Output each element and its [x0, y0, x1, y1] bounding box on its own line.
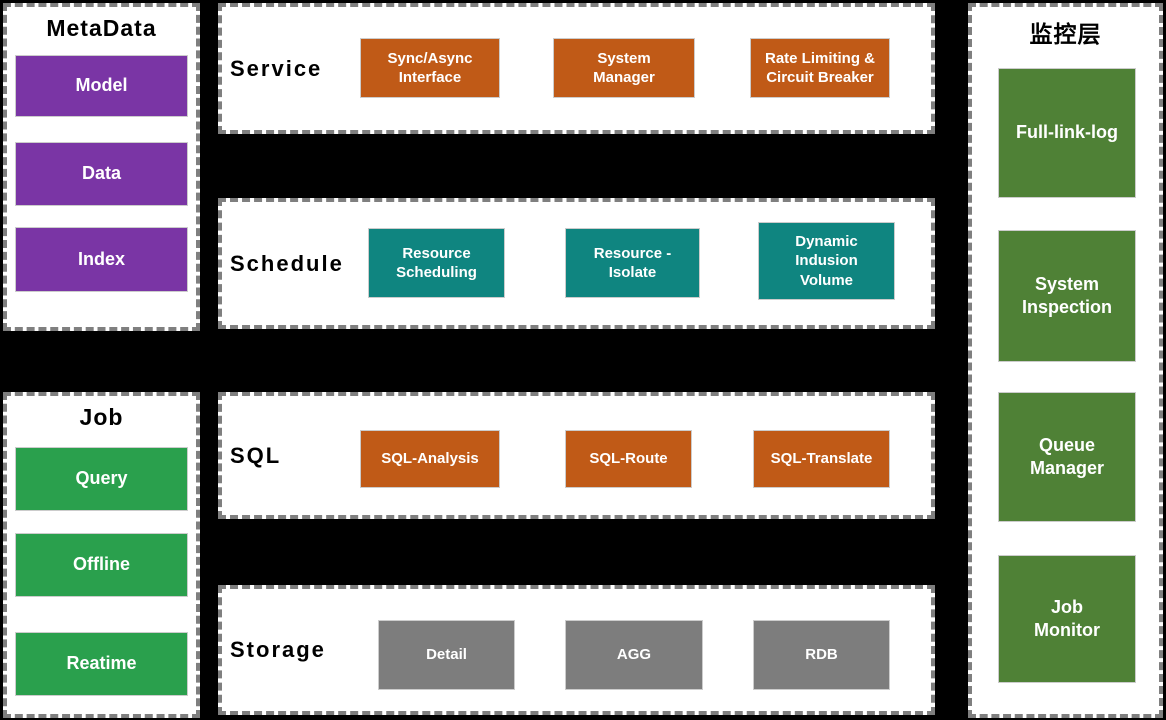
node-agg: AGG [565, 620, 703, 690]
node-resource-isolate: Resource - Isolate [565, 228, 700, 298]
node-query: Query [15, 447, 188, 511]
storage-row-label: Storage [230, 637, 326, 662]
node-rate-limiting-circuit-breaker: Rate Limiting & Circuit Breaker [750, 38, 890, 98]
node-sql-translate: SQL-Translate [753, 430, 890, 488]
node-reatime: Reatime [15, 632, 188, 696]
job-panel: Job Query Offline Reatime [3, 392, 200, 718]
metadata-panel: MetaData Model Data Index [3, 3, 200, 331]
service-row-label: Service [230, 55, 323, 81]
node-rdb: RDB [753, 620, 890, 690]
sql-row-label: SQL [230, 442, 282, 468]
node-data: Data [15, 142, 188, 206]
node-system-manager: System Manager [553, 38, 695, 98]
node-sql-route: SQL-Route [565, 430, 692, 488]
job-panel-title: Job [79, 404, 124, 430]
node-job-monitor: Job Monitor [998, 555, 1136, 683]
schedule-row-panel: Schedule Resource Scheduling Resource - … [218, 198, 935, 329]
node-resource-scheduling: Resource Scheduling [368, 228, 505, 298]
node-sql-analysis: SQL-Analysis [360, 430, 500, 488]
sql-row-panel: SQL SQL-Analysis SQL-Route SQL-Translate [218, 392, 935, 519]
node-offline: Offline [15, 533, 188, 597]
node-sync-async-interface: Sync/Async Interface [360, 38, 500, 98]
monitor-panel: 监控层 Full-link-log System Inspection Queu… [968, 3, 1163, 718]
node-model: Model [15, 55, 188, 117]
node-queue-manager: Queue Manager [998, 392, 1136, 522]
node-dynamic-indusion-volume: Dynamic Indusion Volume [758, 222, 895, 300]
node-index: Index [15, 227, 188, 292]
node-system-inspection: System Inspection [998, 230, 1136, 362]
metadata-panel-title: MetaData [46, 15, 157, 41]
service-row-panel: Service Sync/Async Interface System Mana… [218, 3, 935, 134]
storage-row-panel: Storage Detail AGG RDB [218, 585, 935, 715]
monitor-panel-title: 监控层 [1029, 21, 1102, 47]
node-detail: Detail [378, 620, 515, 690]
node-full-link-log: Full-link-log [998, 68, 1136, 198]
schedule-row-label: Schedule [230, 250, 344, 276]
